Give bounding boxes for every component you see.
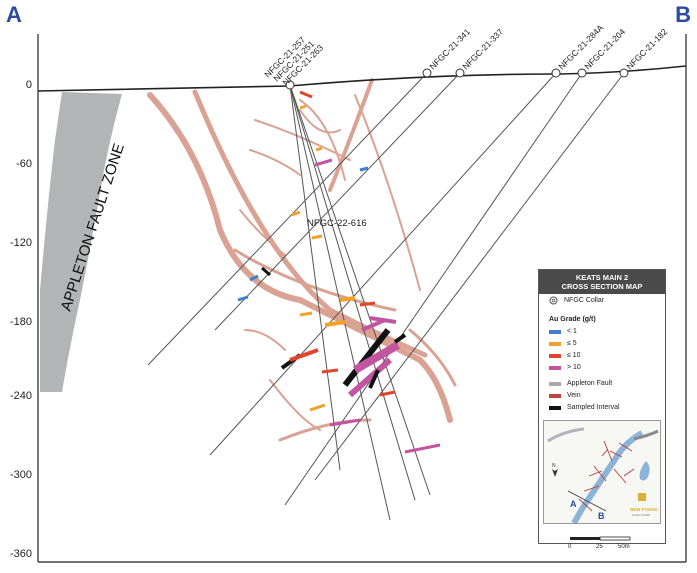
collar-284A bbox=[551, 68, 561, 78]
appleton-fault-zone bbox=[40, 92, 122, 392]
drill-hole-trace-251 bbox=[289, 84, 416, 501]
collar-182 bbox=[619, 68, 629, 78]
collar-cluster bbox=[285, 80, 295, 90]
depth-tick-label: -180 bbox=[9, 316, 32, 328]
legend-grade-label: > 10 bbox=[567, 364, 581, 371]
minimap-b-label: B bbox=[598, 511, 605, 521]
veins bbox=[147, 78, 457, 442]
drill-hole-label-182: NFGC-21-182 bbox=[624, 26, 669, 71]
legend-grade-lt1: < 1 bbox=[549, 328, 577, 335]
legend-collar: NFGC Collar bbox=[549, 296, 604, 305]
legend-grade-label: ≤ 10 bbox=[567, 352, 581, 359]
legend-panel: KEATS MAIN 2 CROSS SECTION MAP NFGC Coll… bbox=[538, 269, 666, 544]
collar-icon bbox=[549, 296, 558, 305]
scale-bar: 0 25 50m bbox=[568, 536, 631, 550]
legend-grade-title: Au Grade (g/t) bbox=[549, 316, 596, 323]
legend-collar-label: NFGC Collar bbox=[564, 297, 605, 304]
drill-hole-trace-616 bbox=[289, 84, 341, 471]
drill-hole-trace-341 bbox=[147, 72, 428, 366]
legend-grade-label: < 1 bbox=[567, 328, 577, 335]
sampled-swatch bbox=[549, 405, 561, 410]
surface-line bbox=[37, 65, 687, 92]
legend-title: KEATS MAIN 2 CROSS SECTION MAP bbox=[539, 270, 665, 294]
minimap-drawing: N A B NEW FOUND GOLD CORP bbox=[547, 427, 659, 523]
legend-title-line1: KEATS MAIN 2 bbox=[575, 273, 629, 282]
drill-hole-trace-284A bbox=[209, 72, 557, 456]
scale-label-25: 25 bbox=[596, 544, 603, 550]
legend-grade-le10: ≤ 10 bbox=[549, 352, 581, 359]
drill-hole-label-284A: NFGC-21-284A bbox=[556, 22, 605, 71]
legend-title-line2: CROSS SECTION MAP bbox=[561, 282, 643, 291]
company-logo-line1: NEW FOUND bbox=[630, 507, 658, 512]
drill-holes bbox=[147, 72, 625, 521]
collar-337 bbox=[455, 68, 465, 78]
drill-hole-trace-182 bbox=[314, 72, 625, 481]
grade-swatch bbox=[549, 341, 561, 346]
depth-tick-label: -360 bbox=[9, 548, 32, 560]
legend-sampled-label: Sampled Interval bbox=[567, 404, 620, 411]
location-minimap: N A B NEW FOUND GOLD CORP bbox=[543, 420, 661, 524]
legend-grade-le5: ≤ 5 bbox=[549, 340, 577, 347]
legend-grade-gt10: > 10 bbox=[549, 364, 581, 371]
collar-341 bbox=[422, 68, 432, 78]
depth-tick-label: -120 bbox=[9, 237, 32, 249]
depth-tick-label: -300 bbox=[9, 469, 32, 481]
depth-tick-label: 0 bbox=[25, 79, 32, 91]
legend-vein: Vein bbox=[549, 392, 581, 399]
grade-swatch bbox=[549, 365, 561, 370]
legend-grade-label: ≤ 5 bbox=[567, 340, 577, 347]
depth-tick-label: -60 bbox=[16, 158, 32, 170]
scale-label-50: 50m bbox=[618, 544, 630, 550]
assay-intervals bbox=[237, 90, 441, 454]
collar-204 bbox=[577, 68, 587, 78]
drill-hole-label-616: NFGC-22-616 bbox=[307, 218, 367, 229]
drill-hole-trace-204 bbox=[284, 72, 583, 506]
appleton-swatch bbox=[549, 381, 561, 386]
legend-vein-label: Vein bbox=[567, 392, 581, 399]
section-end-b-label: B bbox=[675, 2, 691, 27]
grade-swatch bbox=[549, 353, 561, 358]
legend-appleton: Appleton Fault bbox=[549, 380, 612, 387]
company-logo-line2: GOLD CORP bbox=[632, 513, 650, 517]
grade-swatch bbox=[549, 329, 561, 334]
scale-label-0: 0 bbox=[568, 544, 572, 550]
legend-sampled: Sampled Interval bbox=[549, 404, 620, 411]
minimap-north-label: N bbox=[552, 463, 556, 469]
section-end-a-label: A bbox=[6, 2, 22, 27]
minimap-a-label: A bbox=[570, 499, 577, 509]
vein-swatch bbox=[549, 393, 561, 398]
depth-tick-label: -240 bbox=[9, 390, 32, 402]
drill-hole-trace-337 bbox=[214, 72, 461, 331]
drill-hole-trace-257 bbox=[289, 84, 391, 521]
collars bbox=[285, 68, 629, 90]
company-logo-mark bbox=[638, 493, 646, 501]
legend-appleton-label: Appleton Fault bbox=[567, 380, 613, 387]
